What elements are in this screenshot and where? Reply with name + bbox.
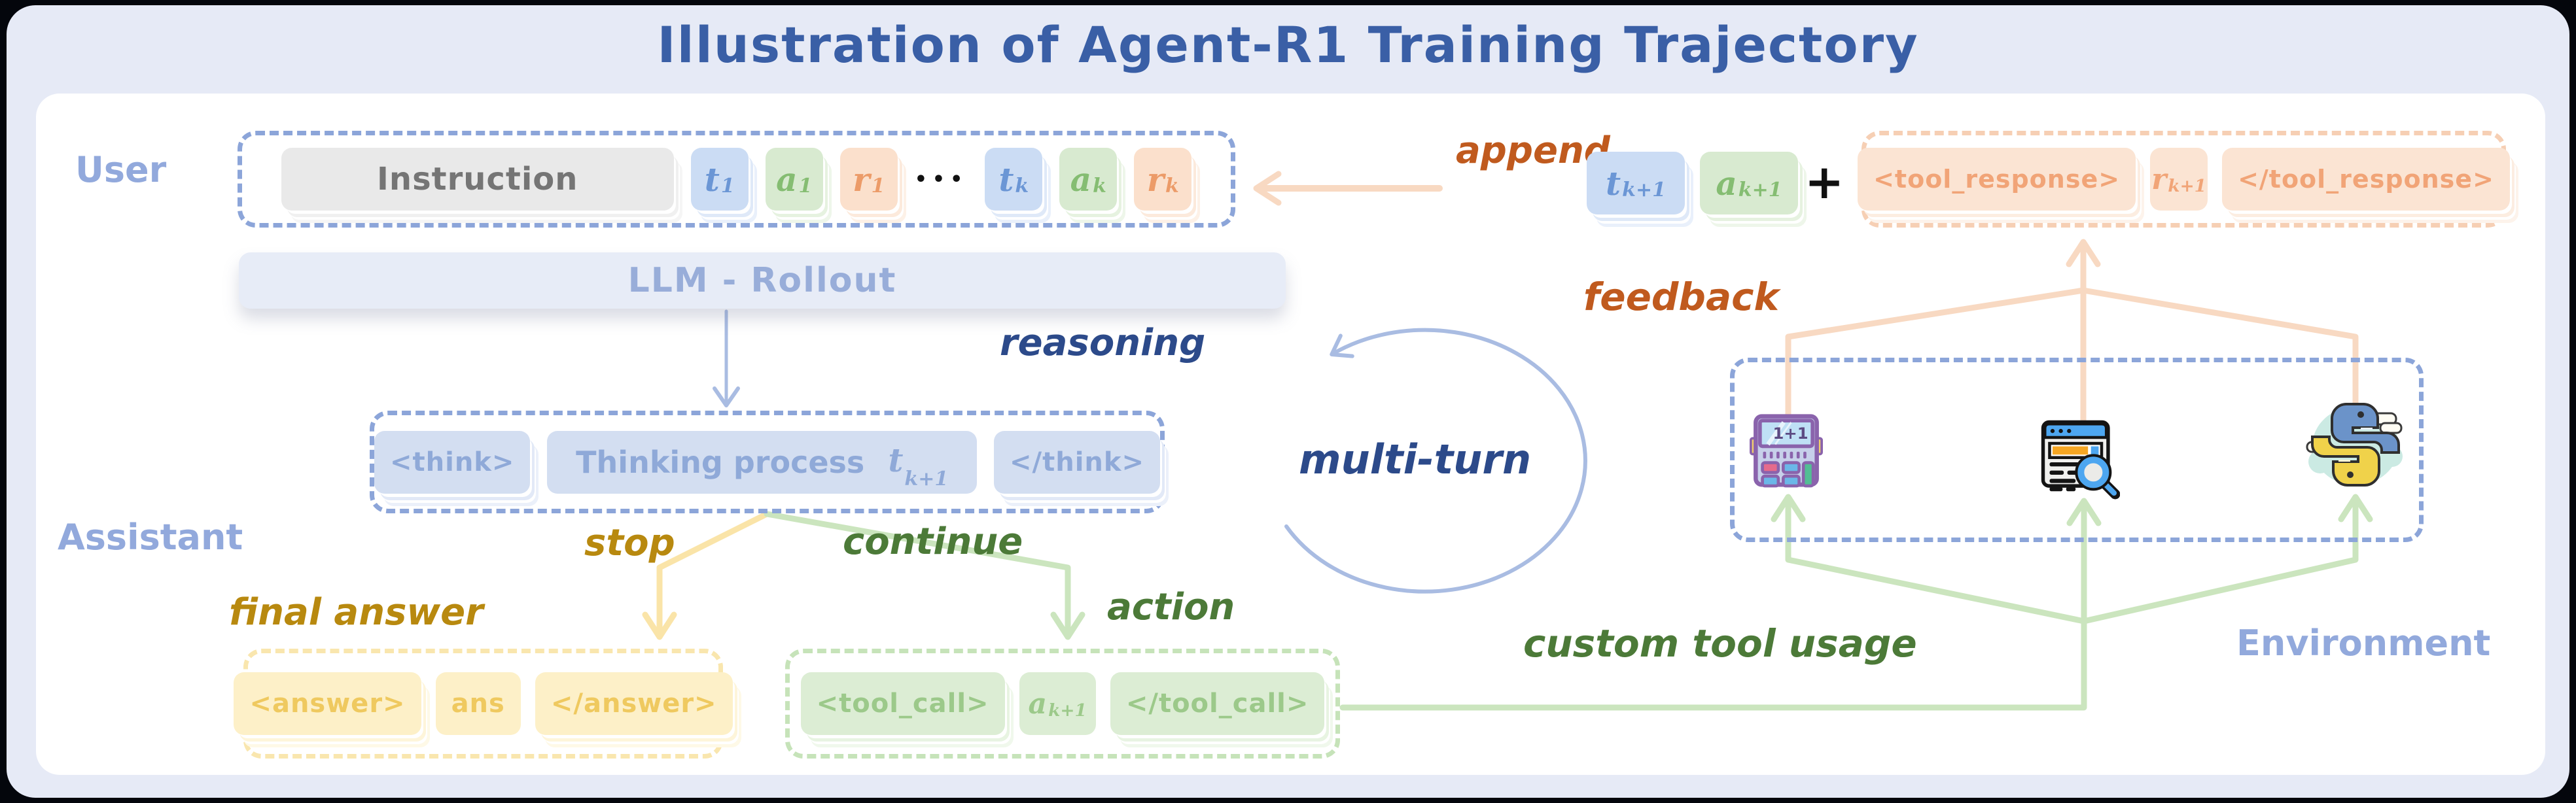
- web-search-icon: [2041, 420, 2120, 500]
- user-role-label: User: [75, 149, 167, 190]
- plus-sign: +: [1805, 154, 1844, 209]
- environment-box: [1730, 358, 2424, 542]
- python-icon: [2306, 403, 2403, 487]
- assistant-role-label: Assistant: [58, 517, 243, 558]
- instruction-chip: Instruction: [281, 148, 674, 211]
- llm-rollout-bar: LLM - Rollout: [239, 252, 1286, 309]
- feedback-label: feedback: [1583, 275, 1780, 319]
- think-box: <think> Thinking process tk+1 </think>: [370, 411, 1165, 513]
- tool-call-open-tag-chip: <tool_call>: [800, 672, 1005, 735]
- action-label: action: [1107, 586, 1235, 628]
- tool-call-close-tag-chip: </tool_call>: [1110, 672, 1325, 735]
- thinking-process-text: Thinking process: [576, 444, 865, 480]
- multi-turn-label: multi-turn: [1299, 436, 1532, 483]
- calculator-icon: 1+1: [1750, 414, 1823, 488]
- think-open-tag-chip: <think>: [374, 430, 531, 494]
- reasoning-label: reasoning: [1000, 322, 1206, 364]
- think-close-tag-chip: </think>: [993, 430, 1160, 494]
- ellipsis-dots: •••: [914, 167, 968, 191]
- continue-label: continue: [843, 521, 1023, 563]
- answer-open-tag-chip: <answer>: [234, 672, 421, 735]
- answer-close-tag-chip: </answer>: [535, 672, 733, 735]
- environment-role-label: Environment: [2236, 623, 2491, 664]
- custom-tool-usage-label: custom tool usage: [1523, 621, 1917, 666]
- thinking-process-chip: Thinking process tk+1: [547, 430, 977, 494]
- tool-response-open-tag-chip: <tool_response>: [1858, 148, 2136, 211]
- final-answer-label: final answer: [229, 591, 484, 634]
- tool-response-close-tag-chip: </tool_response>: [2222, 148, 2510, 211]
- answer-content-chip: ans: [435, 672, 521, 735]
- stop-label: stop: [584, 522, 675, 564]
- calculator-display-text: 1+1: [1773, 424, 1808, 443]
- diagram-title: Illustration of Agent-R1 Training Trajec…: [657, 16, 1919, 74]
- answer-box: <answer> ans </answer>: [234, 649, 733, 759]
- thought-token-inline: tk+1: [888, 440, 949, 490]
- append-label: append: [1456, 129, 1610, 172]
